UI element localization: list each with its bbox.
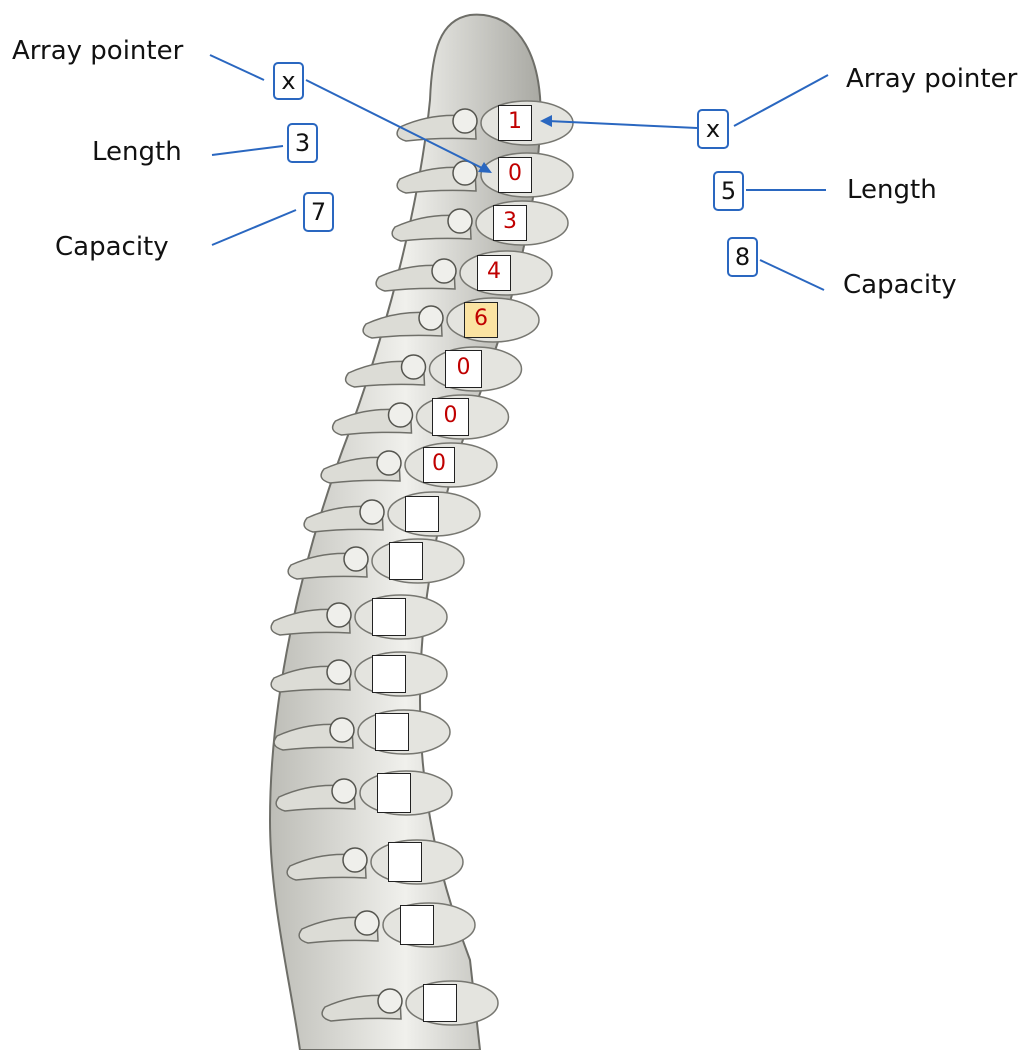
array-cell [372,598,406,636]
transverse-process [343,848,367,872]
transverse-process [327,603,351,627]
transverse-process [389,403,413,427]
array-cell: 0 [445,350,482,388]
left-length-label: Length [92,137,182,167]
array-cell [388,842,422,882]
array-cell [389,542,423,580]
left-capacity-value-box: 7 [303,192,334,232]
transverse-process [327,660,351,684]
transverse-process [360,500,384,524]
transverse-process [355,911,379,935]
transverse-process [453,109,477,133]
transverse-process [402,355,426,379]
array-cell [423,984,457,1022]
transverse-process [432,259,456,283]
right-capacity-connector [760,260,824,290]
array-cell: 0 [423,447,455,483]
left-capacity-connector [212,210,296,245]
right-pointer-label: Array pointer [846,64,1017,94]
array-cell: 0 [498,157,532,193]
left-capacity-label: Capacity [55,232,169,262]
right-length-value-box: 5 [713,171,744,211]
right-pointer-connector [734,75,828,126]
transverse-process [419,306,443,330]
right-capacity-label: Capacity [843,270,957,300]
left-pointer-connector [210,55,264,80]
left-pointer-label: Array pointer [12,36,183,66]
array-cell: 0 [432,398,469,436]
array-cell: 3 [493,205,527,241]
array-cell [372,655,406,693]
transverse-process [378,989,402,1013]
array-cell: 6 [464,302,498,338]
array-cell [377,773,411,813]
transverse-process [377,451,401,475]
right-length-label: Length [847,175,937,205]
left-length-connector [212,146,283,155]
transverse-process [448,209,472,233]
right-capacity-value-box: 8 [727,237,758,277]
right-pointer-value-box: x [697,109,729,149]
transverse-process [330,718,354,742]
transverse-process [344,547,368,571]
left-pointer-value-box: x [273,62,304,100]
left-length-value-box: 3 [287,123,318,163]
array-cell: 4 [477,255,511,291]
array-cell: 1 [498,105,532,141]
array-cell [400,905,434,945]
transverse-process [332,779,356,803]
array-cell [405,496,439,532]
array-cell [375,713,409,751]
